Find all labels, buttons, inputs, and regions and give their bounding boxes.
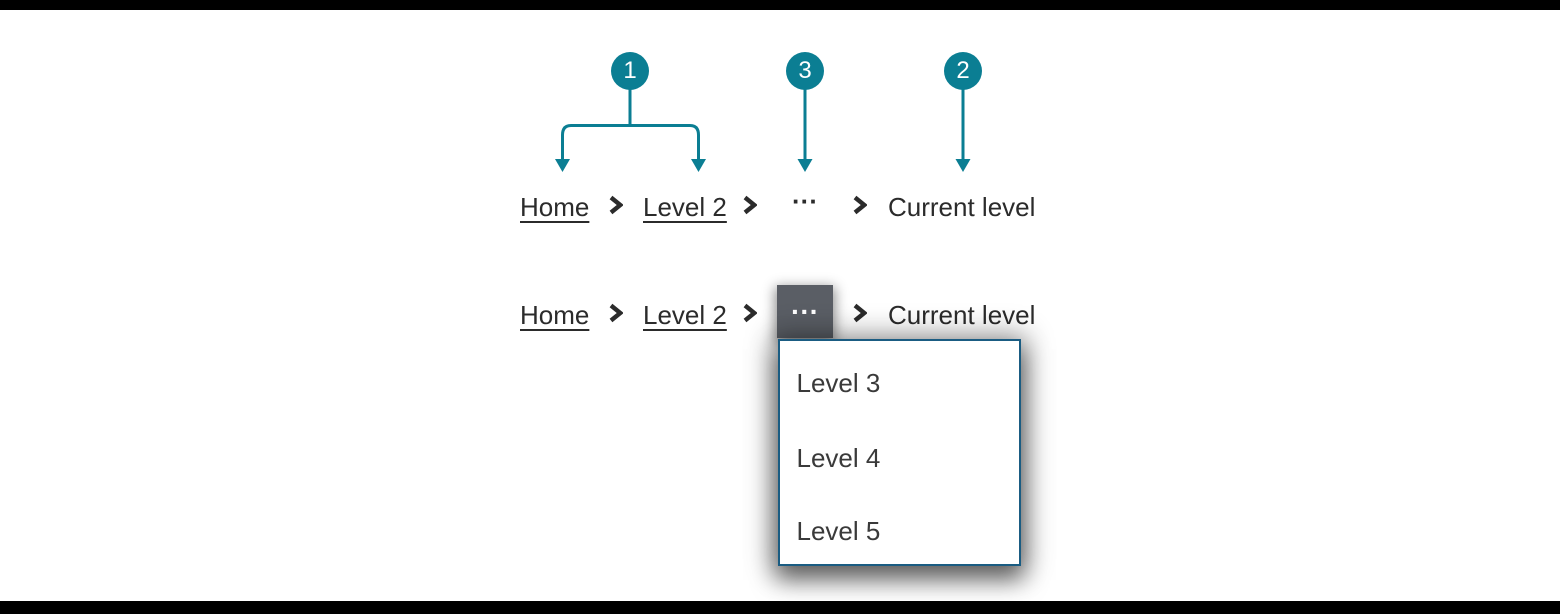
chevron-right-icon bbox=[853, 195, 867, 215]
top-border-bar bbox=[0, 0, 1560, 10]
callout-number: 1 bbox=[623, 57, 637, 84]
callout-badge-2: 2 bbox=[944, 52, 982, 90]
chevron-right-icon bbox=[853, 303, 867, 323]
breadcrumb-overflow-menu: Level 3 Level 4 Level 5 bbox=[778, 339, 1021, 566]
callout-badge-1: 1 bbox=[611, 52, 649, 90]
chevron-right-icon bbox=[609, 303, 623, 323]
menu-item-level5[interactable]: Level 5 bbox=[796, 516, 881, 546]
callout-badge-3: 3 bbox=[786, 52, 824, 90]
menu-item-level4[interactable]: Level 4 bbox=[796, 443, 881, 473]
breadcrumb-link-home[interactable]: Home bbox=[520, 192, 590, 222]
breadcrumb-link-home[interactable]: Home bbox=[520, 300, 590, 330]
arrowhead-down-icon bbox=[691, 159, 706, 172]
callout-number: 2 bbox=[956, 57, 970, 84]
callout-arrows bbox=[555, 88, 971, 172]
chevron-right-icon bbox=[743, 195, 757, 215]
breadcrumb-link-level2[interactable]: Level 2 bbox=[643, 300, 727, 330]
arrowhead-down-icon bbox=[955, 159, 971, 172]
menu-item-level3[interactable]: Level 3 bbox=[796, 368, 881, 398]
arrowhead-down-icon bbox=[797, 159, 813, 172]
chevron-right-icon bbox=[743, 303, 757, 323]
bottom-border-bar bbox=[0, 601, 1560, 614]
breadcrumb-current-level: Current level bbox=[888, 300, 1036, 330]
chevron-right-icon bbox=[609, 195, 623, 215]
callout-number: 3 bbox=[798, 57, 812, 84]
breadcrumb-link-level2[interactable]: Level 2 bbox=[643, 192, 727, 222]
arrowhead-down-icon bbox=[555, 159, 570, 172]
breadcrumb-ellipsis[interactable]: ··· bbox=[792, 186, 818, 216]
breadcrumb-current-level: Current level bbox=[888, 192, 1036, 222]
callout-1-bracket bbox=[561, 124, 700, 160]
breadcrumb-ellipsis-button-active[interactable]: ··· bbox=[777, 285, 833, 338]
